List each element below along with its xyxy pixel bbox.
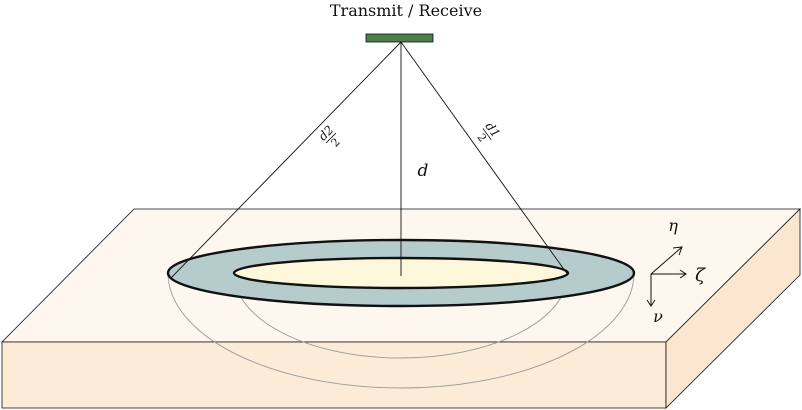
zeta-arrowhead: [679, 269, 687, 279]
title-label: Transmit / Receive: [330, 1, 482, 20]
nu-arrowhead: [646, 299, 656, 307]
eta-arrowhead: [672, 246, 683, 256]
nu-label: ν: [653, 307, 663, 326]
ray-lines: [169, 41, 569, 280]
left-ray: [169, 41, 402, 280]
right-ray: [400, 41, 569, 276]
left-ray-denominator: 2: [329, 136, 343, 150]
left-ray-fraction-bar: [325, 132, 337, 144]
slab-front-face: [1, 341, 667, 409]
eta-axis: [650, 246, 683, 275]
coordinate-axes: [646, 246, 687, 307]
depth-label: d: [418, 161, 429, 181]
left-ray-label: d2 2: [316, 123, 343, 150]
slab-side-face: [665, 208, 801, 409]
right-ray-fraction-bar: [482, 128, 492, 140]
outer-wavefront-arc: [167, 272, 635, 389]
eta-label: η: [668, 216, 678, 235]
transducer: [365, 33, 434, 43]
inner-wavefront-arc: [233, 272, 569, 359]
wavefront-arcs: [167, 272, 635, 389]
zeta-label: ζ: [695, 265, 706, 286]
right-ray-denominator: 2: [474, 131, 489, 144]
right-ray-label: d1 2: [474, 120, 502, 145]
